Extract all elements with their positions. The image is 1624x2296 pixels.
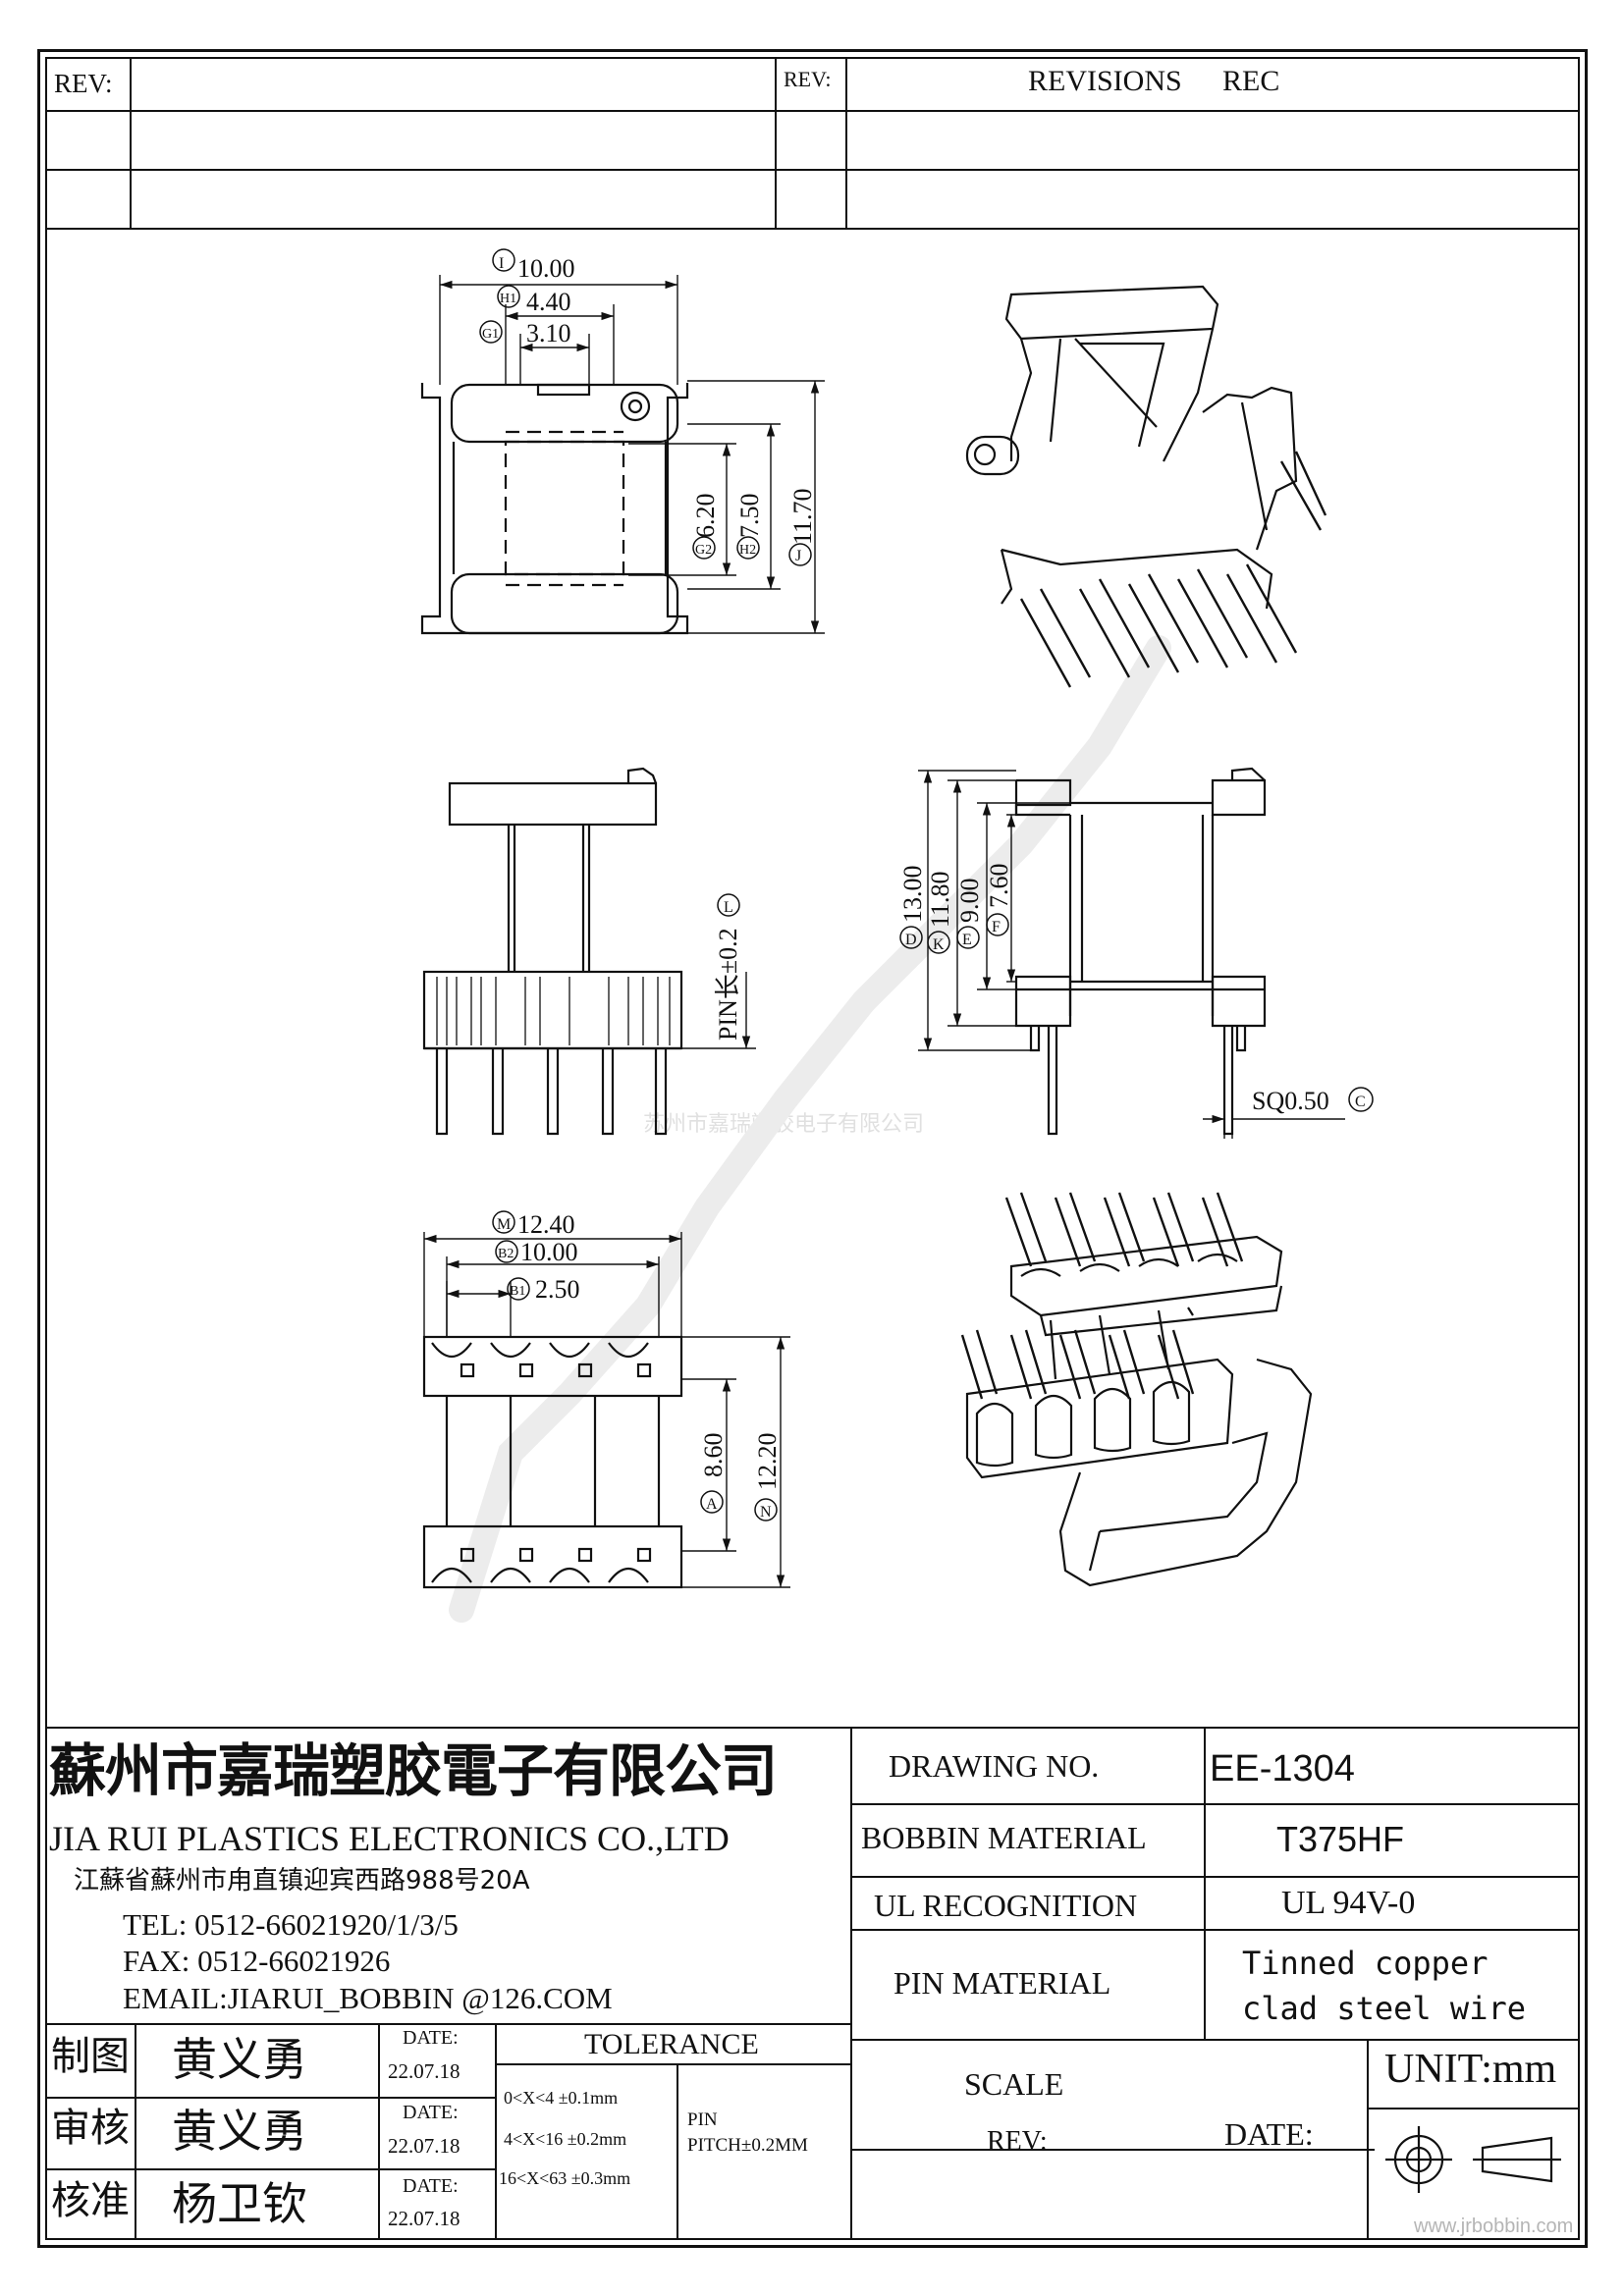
rev-label-right: REV: [784,67,832,91]
rev-label-left: REV: [54,69,113,98]
dim-M-tag: M [497,1216,511,1233]
tolerance-label: TOLERANCE [584,2028,759,2060]
drawing-frame [37,49,1588,2248]
front-view-dimension: PIN长±0.2 L [714,893,742,1041]
dim-B1-tag: B1 [510,1284,525,1299]
company-tel: TEL: 0512-66021920/1/3/5 [123,1907,459,1942]
dim-G2-value: 6.20 [691,494,720,539]
dim-H1-tag: H1 [500,292,516,306]
approval-date-drawn: 22.07.18 [388,2059,460,2083]
revision-table [45,57,1580,230]
tolerance-range-3: 16<X<63 ±0.3mm [499,2168,631,2188]
unit-label: UNIT:mm [1384,2047,1557,2092]
approval-role-drawn: 制图 [51,2034,130,2079]
dim-E-value: 9.00 [955,879,984,924]
scale-label: SCALE [964,2066,1064,2102]
dim-M-value: 12.40 [517,1210,575,1239]
dim-G2-tag: G2 [695,543,712,558]
pin-material-label: PIN MATERIAL [893,1965,1111,2001]
ul-recognition-value: UL 94V-0 [1281,1885,1416,1921]
dim-C-tag: C [1355,1094,1366,1110]
drawing-no-value: EE-1304 [1210,1748,1355,1789]
dim-C-value: SQ0.50 [1252,1087,1329,1115]
dim-L-tag: L [724,899,733,916]
pin-pitch-label-2: PITCH±0.2MM [687,2135,808,2156]
dim-K-value: 11.80 [926,871,954,928]
dim-N-value: 12.20 [753,1433,782,1491]
front-view [422,767,756,1136]
company-name-cn: 蘇州市嘉瑞塑胶電子有限公司 [49,1737,778,1804]
inner-frame [45,57,1580,2240]
dim-A-tag: A [706,1496,718,1513]
approval-name-drawn: 黄义勇 [172,2033,307,2086]
dim-E-tag: E [962,932,972,948]
approval-date-label-drawn: DATE: [403,2027,459,2049]
company-name-en: JIA RUI PLASTICS ELECTRONICS CO.,LTD [49,1819,730,1858]
rev-label: REV: [987,2126,1048,2157]
approval-name-approved: 杨卫钦 [172,2177,307,2230]
drawing-no-label: DRAWING NO. [889,1748,1100,1784]
top-view [420,275,825,635]
isometric-view-top [965,285,1327,688]
company-email: EMAIL:JIARUI_BOBBIN @126.COM [123,1981,613,2015]
dim-J-value: 11.70 [788,488,817,545]
side-view [918,767,1345,1139]
dim-F-value: 7.60 [985,864,1013,909]
dim-L-value: PIN长±0.2 [714,928,742,1041]
dim-B2-tag: B2 [498,1247,514,1261]
pin-pitch-label-1: PIN [687,2109,718,2130]
dim-D-value: 13.00 [898,866,927,924]
rec-label: REC [1222,65,1280,97]
ul-recognition-label: UL RECOGNITION [874,1888,1138,1923]
revisions-label: REVISIONS [1028,65,1182,97]
company-address: 江蘇省蘇州市甪直镇迎宾西路988号20A [74,1866,530,1896]
footer-website-watermark: www.jrbobbin.com [1414,2216,1574,2237]
bobbin-material-value: T375HF [1276,1819,1405,1859]
dim-B2-value: 10.00 [520,1238,578,1266]
approval-role-approved: 核准 [51,2178,130,2223]
approval-name-checked: 黄义勇 [172,2105,307,2158]
approval-date-checked: 22.07.18 [388,2134,460,2158]
dim-K-tag: K [933,936,945,953]
date-label: DATE: [1224,2116,1314,2152]
tolerance-range-2: 4<X<16 ±0.2mm [504,2129,627,2149]
dim-G1-tag: G1 [482,327,499,342]
watermark: 苏州市嘉瑞塑胶电子有限公司 [449,635,1171,1623]
tolerance-range-1: 0<X<4 ±0.1mm [504,2088,619,2108]
side-view-dimensions: 13.00 D 11.80 K 9.00 E 7.60 F SQ0.50 C [898,864,1374,1115]
dim-G1-value: 3.10 [526,319,571,347]
dim-I-tag: I [499,255,504,272]
dim-H2-value: 7.50 [735,494,764,539]
dim-J-tag: J [795,548,801,564]
dim-I-value: 10.00 [517,254,575,283]
dim-B1-value: 2.50 [535,1275,580,1304]
bottom-view-dimensions: M 12.40 B2 10.00 B1 2.50 8.60 A 12.20 N [492,1210,782,1522]
pin-material-value-2: clad steel wire [1242,1990,1526,2027]
bottom-view [422,1232,790,1589]
isometric-view-bottom [960,1192,1313,1587]
dim-H2-tag: H2 [739,543,756,558]
bobbin-material-label: BOBBIN MATERIAL [861,1820,1147,1855]
company-fax: FAX: 0512-66021926 [123,1944,391,1978]
top-view-dimensions: I 10.00 H1 4.40 G1 3.10 6.20 G2 7.50 H2 … [479,248,817,566]
approval-role-checked: 审核 [51,2106,130,2151]
technical-drawing: 苏州市嘉瑞塑胶电子有限公司 [420,248,1374,1623]
dim-H1-value: 4.40 [526,288,571,316]
pin-material-value-1: Tinned copper [1242,1945,1489,1982]
dim-N-tag: N [760,1504,772,1521]
approval-date-approved: 22.07.18 [388,2207,460,2230]
dim-F-tag: F [992,919,1001,935]
approval-date-label-approved: DATE: [403,2175,459,2197]
approval-date-label-checked: DATE: [403,2102,459,2123]
third-angle-projection-icon [1385,2126,1561,2193]
dim-D-tag: D [905,932,917,948]
dim-A-value: 8.60 [699,1433,728,1478]
